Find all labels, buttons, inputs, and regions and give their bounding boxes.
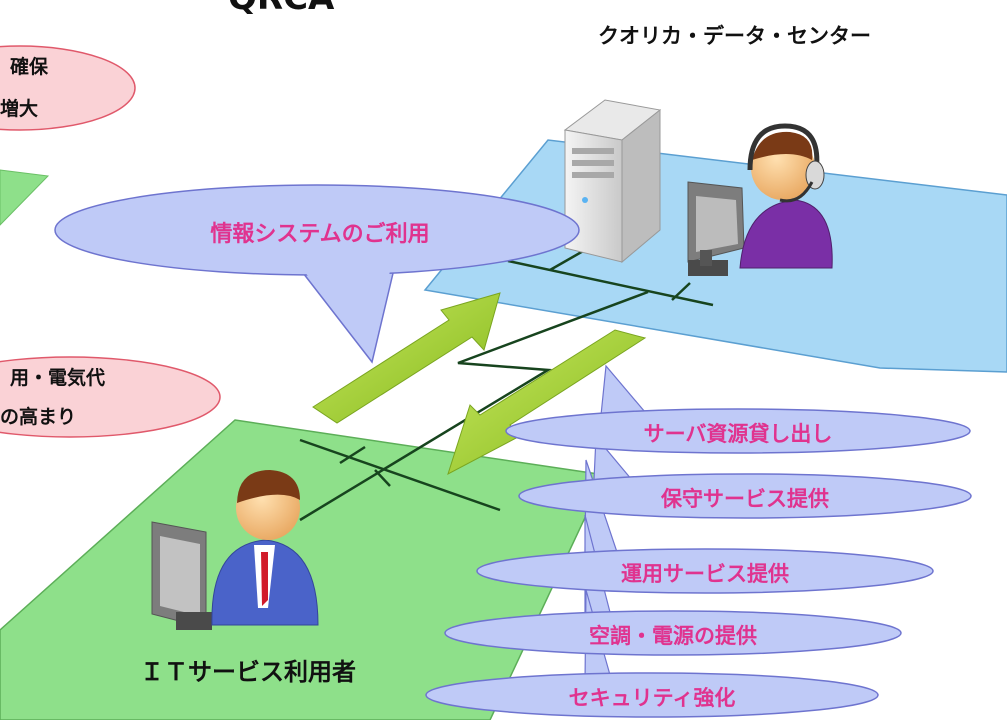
title-fragment: QRCA <box>228 0 334 18</box>
user-person-icon <box>211 470 319 626</box>
service-label-4: 空調・電源の提供 <box>589 624 757 648</box>
request-bubble <box>54 184 580 364</box>
service-bubble-1 <box>505 408 971 454</box>
service-bubbles <box>425 408 972 718</box>
service-label-2: 保守サービス提供 <box>661 487 829 511</box>
server-icon <box>563 99 662 264</box>
service-bubble-4 <box>444 610 902 656</box>
service-label-3: 運用サービス提供 <box>621 562 789 586</box>
note-top-line1: 確保 <box>10 56 49 78</box>
note-bottom-line2: の高まり <box>0 406 77 428</box>
request-bubble-text: 情報システムのご利用 <box>210 222 430 247</box>
note-bottom-bubble <box>0 356 221 438</box>
operator-person-icon <box>739 123 833 269</box>
network-lines <box>299 248 714 522</box>
datacenter-title: クオリカ・データ・センター <box>598 24 871 48</box>
service-bubble-3 <box>476 548 934 594</box>
service-bubble-5 <box>425 672 879 718</box>
note-top-line2: 増大 <box>0 98 39 120</box>
left-edge-floor <box>0 169 50 226</box>
note-bottom-line1: 用・電気代 <box>10 367 106 389</box>
user-label: ＩＴサービス利用者 <box>140 658 356 686</box>
note-top-bubble <box>0 45 136 131</box>
user-monitor-icon <box>151 521 212 630</box>
service-label-5: セキュリティ強化 <box>568 686 736 710</box>
service-label-1: サーバ資源貸し出し <box>643 422 833 446</box>
request-arrow <box>312 292 501 424</box>
operator-monitor-icon <box>687 181 745 276</box>
service-bubble-2 <box>518 473 972 519</box>
